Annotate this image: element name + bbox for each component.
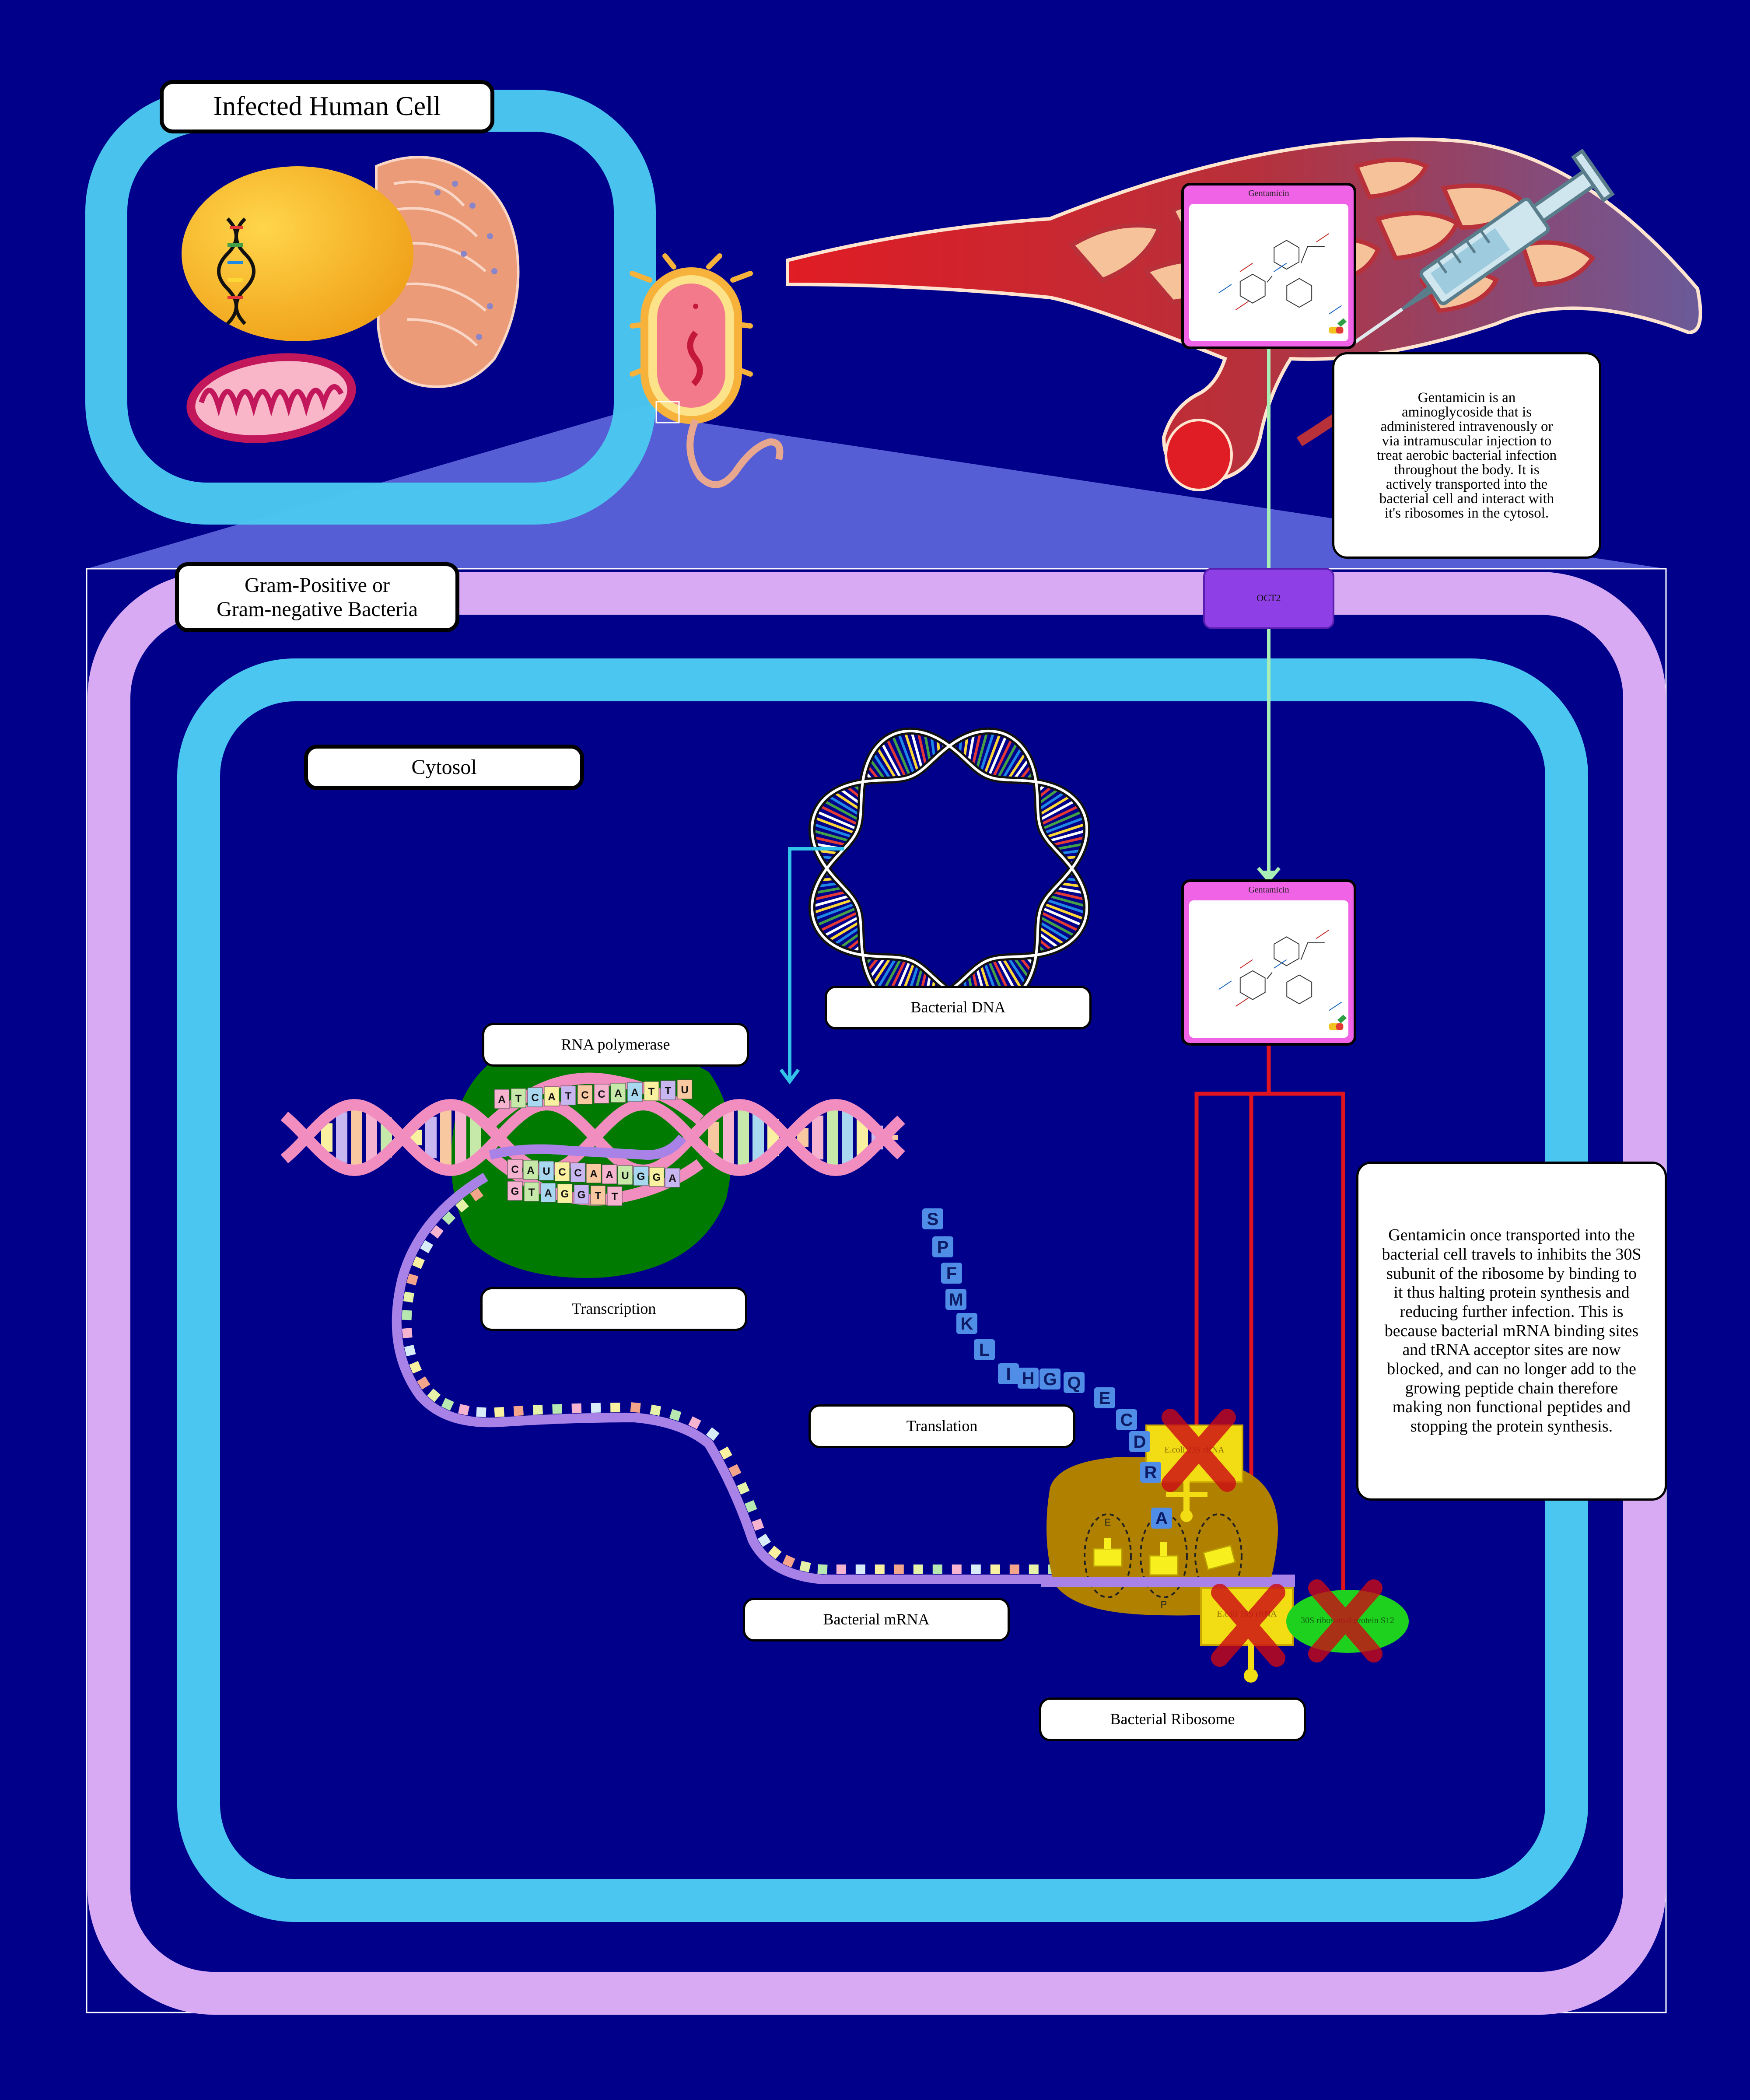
svg-text:A: A [590, 1168, 597, 1180]
svg-text:C: C [558, 1166, 566, 1178]
svg-text:T: T [565, 1090, 572, 1102]
svg-text:A: A [498, 1094, 505, 1106]
peptide-residue [1140, 1462, 1161, 1483]
svg-text:T: T [612, 1191, 618, 1203]
svg-text:C: C [574, 1167, 581, 1179]
peptide-residue [956, 1313, 977, 1334]
nucleus-dna-icon [217, 217, 256, 325]
peptide-residue [922, 1208, 943, 1229]
svg-text:A: A [548, 1091, 555, 1103]
oct2-label: OCT2 [1257, 592, 1281, 603]
svg-text:G: G [511, 1186, 519, 1197]
peptide-residue-letter: D [1134, 1432, 1146, 1452]
svg-text:A: A [606, 1169, 613, 1181]
svg-text:C: C [531, 1092, 539, 1104]
infected-human-cell-label: Infected Human Cell [160, 80, 494, 133]
bacteria-label: Gram-Positive or Gram-negative Bacteria [175, 562, 459, 632]
peptide-residue [1116, 1409, 1137, 1430]
peptide-residue [945, 1289, 966, 1310]
peptide-residue-letter: G [1043, 1370, 1057, 1389]
svg-text:G: G [653, 1172, 661, 1183]
bacterial-ribosome-label: Bacterial Ribosome [1039, 1698, 1306, 1741]
svg-text:A: A [544, 1187, 552, 1199]
bacterium-icon [630, 253, 784, 488]
peptide-residue [998, 1363, 1019, 1384]
gentamicin-card-blood: Gentamicin [1181, 183, 1356, 349]
svg-text:U: U [621, 1170, 629, 1182]
svg-text:A: A [631, 1087, 638, 1099]
bacterial-dna-label: Bacterial DNA [825, 986, 1092, 1029]
gentamicin-structure [1189, 900, 1348, 1038]
peptide-residue [941, 1263, 962, 1284]
gentamicin-card-title: Gentamicin [1248, 188, 1289, 198]
peptide-residue-letter: P [937, 1238, 949, 1257]
oct2-transporter[interactable] [1203, 568, 1334, 629]
cytosol-label: Cytosol [304, 745, 584, 790]
svg-text:U: U [681, 1084, 688, 1096]
peptide-residue [1151, 1508, 1172, 1529]
peptide-residue [1064, 1372, 1085, 1393]
svg-text:A: A [614, 1088, 622, 1099]
peptide-residue-letter: I [1006, 1365, 1011, 1384]
endoplasmic-reticulum [374, 156, 520, 388]
peptide-residue [1129, 1431, 1150, 1452]
svg-text:T: T [595, 1190, 602, 1202]
bacterial-mrna-label: Bacterial mRNA [743, 1598, 1010, 1642]
svg-text:C: C [598, 1088, 605, 1100]
rna-polymerase-label: RNA polymerase [482, 1023, 749, 1067]
gentamicin-card-title: Gentamicin [1248, 885, 1289, 895]
peptide-residue-letter: K [961, 1314, 973, 1334]
transcription-label: Transcription [480, 1287, 747, 1331]
svg-text:T: T [648, 1086, 655, 1098]
peptide-residue-letter: S [927, 1210, 939, 1229]
gentamicin-structure [1189, 204, 1348, 341]
bacterial-ribosome: E P [1041, 1457, 1295, 1616]
syringe-icon [1351, 148, 1615, 346]
peptide-residue-letter: F [946, 1264, 957, 1283]
svg-text:C: C [511, 1164, 518, 1176]
peptide-residue [1094, 1387, 1115, 1408]
peptide-residue-letter: H [1022, 1369, 1035, 1388]
peptide-residue-letter: E [1099, 1389, 1111, 1408]
x-mark-23s [1162, 1409, 1236, 1492]
zoom-projection [87, 402, 1666, 569]
peptide-residue-letter: Q [1067, 1373, 1081, 1393]
svg-text:G: G [578, 1189, 586, 1201]
gentamicin-intro-note: Gentamicin is an aminoglycoside that is … [1332, 352, 1601, 559]
transport-arrow [1256, 348, 1281, 884]
svg-text:U: U [542, 1166, 550, 1177]
svg-text:G: G [637, 1171, 645, 1183]
peptide-residue-letter: C [1120, 1410, 1133, 1430]
site-p-label: P [1161, 1599, 1167, 1610]
peptide-residue [1040, 1368, 1060, 1390]
nucleus [182, 166, 413, 341]
svg-text:A: A [527, 1165, 534, 1176]
peptide-residue-letter: A [1155, 1509, 1168, 1528]
translation-label: Translation [808, 1404, 1075, 1448]
peptide-residue-letter: L [979, 1340, 990, 1360]
dna-to-transcription-arrow [779, 847, 844, 1085]
peptide-residue [1018, 1368, 1039, 1389]
svg-text:A: A [668, 1172, 676, 1184]
svg-text:C: C [581, 1089, 588, 1101]
mitochondrion [186, 353, 356, 443]
gentamicin-card-cytosol: Gentamicin [1181, 879, 1356, 1046]
peptide-residue-letter: R [1144, 1463, 1157, 1482]
x-mark-s12 [1308, 1579, 1382, 1662]
peptide-residue-letter: M [948, 1290, 963, 1309]
peptide-residue [932, 1236, 953, 1257]
x-mark-16s [1211, 1584, 1285, 1667]
svg-text:T: T [665, 1085, 672, 1097]
svg-text:T: T [515, 1093, 522, 1105]
svg-text:G: G [561, 1188, 569, 1200]
site-e-label: E [1105, 1517, 1111, 1528]
gentamicin-mechanism-note: Gentamicin once transported into the bac… [1356, 1162, 1667, 1501]
peptide-residue [974, 1339, 995, 1360]
svg-text:T: T [528, 1186, 535, 1198]
inhibition-x-marks [1162, 1409, 1382, 1667]
